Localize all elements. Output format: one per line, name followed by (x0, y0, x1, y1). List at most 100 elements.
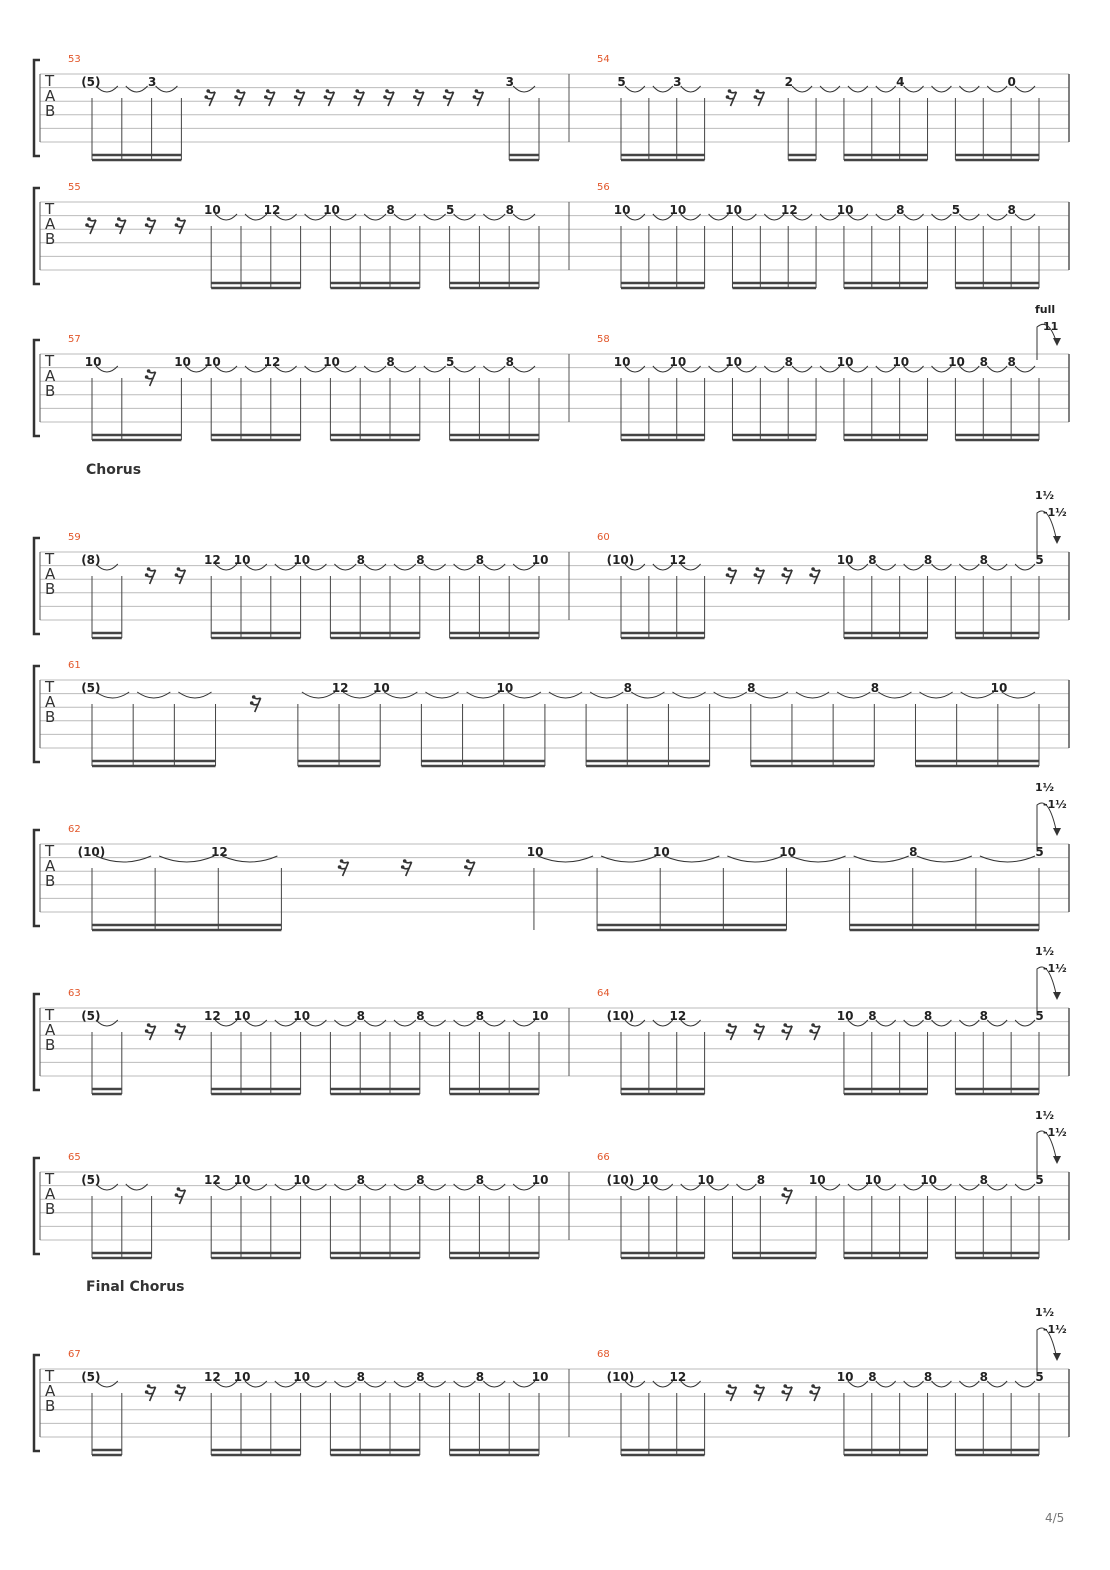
rest-dot (725, 573, 730, 577)
slur-arc (301, 691, 336, 699)
slur-arc (680, 563, 701, 571)
slur-arc (878, 691, 912, 699)
fret-number: 10 (234, 1370, 251, 1384)
measure-number: 60 (597, 532, 610, 543)
slur-arc (624, 213, 646, 221)
slur-arc (903, 365, 924, 373)
fret-number: 8 (1008, 203, 1016, 217)
bend-arrowhead (1053, 1156, 1061, 1164)
tab-clef-letter: T (44, 1170, 55, 1188)
fret-number: 10 (234, 1009, 251, 1023)
slur-arc (334, 1380, 357, 1388)
fret-number: 10 (323, 203, 340, 217)
fret-number: 10 (837, 203, 854, 217)
slur-arc (274, 1183, 297, 1191)
measure-number: 68 (597, 1349, 610, 1360)
slur-arc (875, 213, 897, 221)
rest-dot (144, 223, 149, 227)
rest-symbol (324, 90, 336, 107)
fret-number: 10 (234, 1173, 251, 1187)
rest-dot (251, 695, 256, 699)
fret-number: 3 (673, 75, 681, 89)
rest-symbol (754, 568, 766, 585)
fret-number: 10 (527, 845, 544, 859)
rest-symbol (754, 1385, 766, 1402)
rest-dot (725, 95, 730, 99)
fret-number: 10 (497, 681, 514, 695)
slur-arc (986, 365, 1008, 373)
measure-number: 64 (597, 988, 610, 999)
measure-number: 58 (597, 334, 610, 345)
slur-arc (652, 563, 674, 571)
slur-arc (791, 365, 813, 373)
rest-dot (174, 1193, 179, 1197)
slur-arc (466, 691, 501, 699)
fret-number: 5 (617, 75, 625, 89)
fret-number: 10 (204, 203, 221, 217)
slur-arc (363, 1183, 387, 1191)
slur-arc (959, 213, 980, 221)
system-bracket (32, 664, 40, 764)
fret-number: 12 (204, 1009, 221, 1023)
rest-symbol (810, 568, 821, 585)
rest-dot (809, 1390, 813, 1394)
slur-arc (1014, 1183, 1036, 1191)
slur-arc (986, 1183, 1008, 1191)
rest-dot (442, 95, 447, 99)
slur-arc (680, 213, 701, 221)
slur-arc (274, 213, 297, 221)
rest-dot (753, 573, 758, 577)
rest-dot (144, 573, 149, 577)
slur-arc (1014, 213, 1036, 221)
measure-number: 59 (68, 532, 81, 543)
fret-number: 3 (506, 75, 514, 89)
fret-number: 10 (809, 1173, 826, 1187)
slur-arc (393, 1019, 417, 1027)
slur-arc (624, 85, 646, 93)
bend-arrow (1036, 510, 1058, 558)
bend-arrow (1036, 1327, 1058, 1375)
rest-symbol (726, 90, 738, 107)
rest-dot (176, 217, 181, 221)
rest-dot (755, 1384, 760, 1388)
slur-arc (672, 691, 706, 699)
fret-number: 8 (357, 1370, 365, 1384)
rest-symbol (726, 1024, 738, 1041)
slur-arc (819, 1183, 841, 1191)
slur-arc (136, 691, 171, 699)
slur-arc (847, 365, 869, 373)
rest-dot (325, 89, 330, 93)
slur-arc (763, 365, 785, 373)
slur-arc (664, 855, 720, 863)
rest-dot (117, 217, 121, 221)
slur-arc (125, 85, 148, 93)
rest-dot (85, 223, 89, 227)
fret-number: 8 (416, 1009, 424, 1023)
slur-arc (95, 691, 130, 699)
slur-arc (959, 1183, 980, 1191)
fret-number: 8 (757, 1173, 765, 1187)
tab-clef-letter: T (44, 842, 55, 860)
fret-number: (10) (78, 845, 106, 859)
tab-clef-letter: T (44, 1367, 55, 1385)
rest-symbol (145, 1024, 157, 1041)
fret-number: 8 (980, 1009, 988, 1023)
rest-symbol (145, 218, 157, 235)
slur-arc (155, 85, 178, 93)
slur-arc (652, 1183, 674, 1191)
tab-clef-letter: A (45, 87, 56, 105)
slur-arc (512, 365, 536, 373)
rest-dot (400, 865, 405, 869)
fret-number: 10 (293, 1173, 310, 1187)
rest-dot (783, 1384, 787, 1388)
fret-number: 10 (373, 681, 390, 695)
rest-dot (174, 573, 179, 577)
rest-symbol (354, 90, 365, 107)
slur-arc (836, 691, 871, 699)
slur-arc (847, 85, 869, 93)
rest-dot (249, 701, 254, 705)
